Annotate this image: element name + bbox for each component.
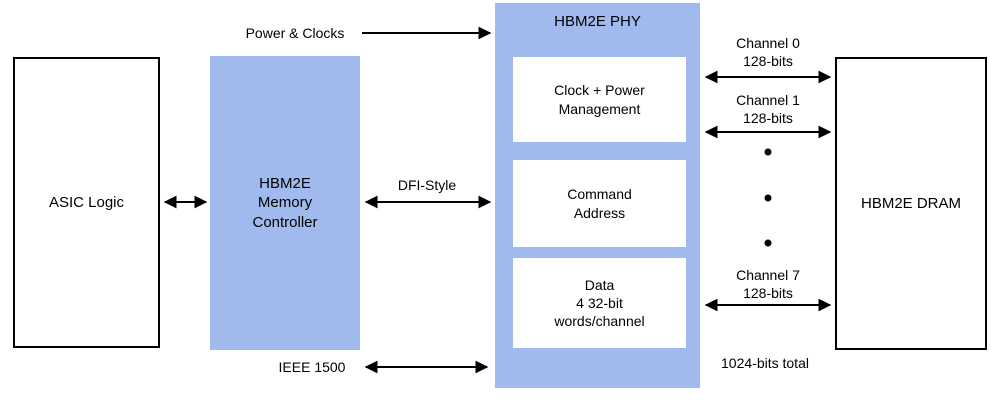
phy-title: HBM2E PHY (554, 13, 641, 30)
ieee-1500-label: IEEE 1500 (278, 359, 346, 375)
phy-module-data: Data 4 32-bit words/channel (513, 258, 686, 348)
ellipsis-dot (764, 194, 772, 202)
total-bits-label: 1024-bits total (721, 355, 809, 371)
ellipsis-dot (764, 239, 772, 247)
asic-logic-block: ASIC Logic (13, 57, 160, 348)
ellipsis-dot (764, 148, 772, 156)
memory-controller-label: HBM2E Memory Controller (252, 174, 318, 231)
channel-1-label: Channel 1 128-bits (736, 92, 800, 126)
phy-module-command-address: Command Address (513, 160, 686, 247)
dram-label: HBM2E DRAM (860, 195, 961, 212)
memory-controller-block: HBM2E Memory Controller (210, 56, 360, 350)
phy-module-clock-power-label: Clock + Power Management (554, 82, 645, 117)
channel-0-label: Channel 0 128-bits (736, 35, 800, 69)
channel-7-label: Channel 7 128-bits (736, 267, 800, 301)
asic-logic-label: ASIC Logic (48, 194, 125, 211)
dfi-style-label: DFI-Style (397, 177, 457, 193)
power-clocks-label: Power & Clocks (245, 25, 345, 41)
phy-block: HBM2E PHY Clock + Power Management Comma… (495, 3, 700, 388)
phy-module-data-label: Data 4 32-bit words/channel (554, 276, 645, 330)
phy-module-command-address-label: Command Address (567, 186, 632, 221)
phy-module-clock-power: Clock + Power Management (513, 57, 686, 142)
dram-block: HBM2E DRAM (835, 57, 987, 350)
